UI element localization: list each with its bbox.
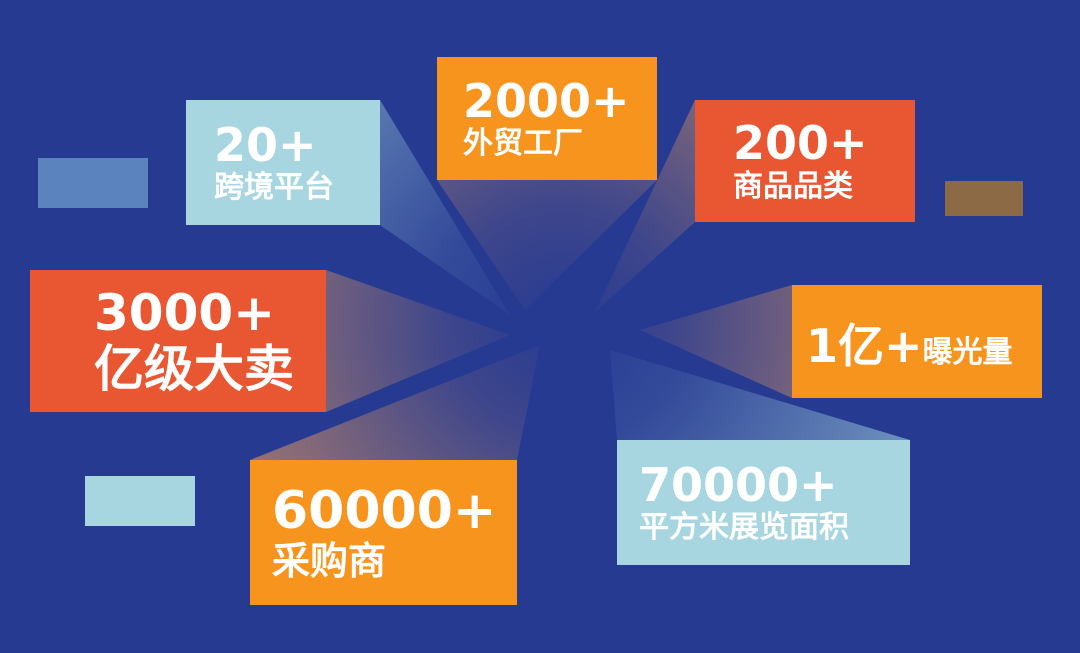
stat-number: 1亿+ [806, 319, 923, 373]
stat-number: 2000+ [463, 73, 630, 128]
stat-number: 200+ [733, 116, 868, 171]
stat-label: 亿级大卖 [94, 340, 294, 398]
stat-label: 跨境平台 [214, 170, 334, 206]
ray-factories [437, 180, 657, 310]
stat-card-platforms: 20+ 跨境平台 [186, 100, 380, 225]
stat-number: 20+ [214, 117, 317, 172]
decor-rect-left [38, 158, 148, 208]
ray-sellers [326, 270, 510, 412]
ray-exposure [640, 285, 792, 398]
stat-label: 平方米展览面积 [639, 510, 849, 546]
stat-number: 60000+ [272, 481, 497, 542]
ray-platforms [380, 100, 510, 315]
stat-label: 商品品类 [733, 168, 853, 204]
stat-label: 曝光量 [922, 335, 1013, 370]
stat-number: 3000+ [94, 284, 276, 342]
stat-card-area: 70000+ 平方米展览面积 [617, 440, 910, 565]
stat-card-exposure: 1亿+ 曝光量 [792, 285, 1042, 398]
stat-label: 采购商 [272, 539, 387, 584]
ray-categories [595, 100, 695, 312]
decor-rect-bottom-left [85, 476, 195, 526]
stat-card-factories: 2000+ 外贸工厂 [437, 57, 657, 180]
ray-buyers [250, 345, 540, 460]
decor-rect-right [945, 181, 1023, 216]
stat-card-sellers: 3000+ 亿级大卖 [30, 270, 326, 412]
stat-label: 外贸工厂 [463, 126, 583, 162]
stat-card-categories: 200+ 商品品类 [695, 100, 915, 222]
stat-card-buyers: 60000+ 采购商 [250, 460, 517, 605]
ray-area [610, 350, 910, 440]
stat-number: 70000+ [639, 457, 838, 512]
